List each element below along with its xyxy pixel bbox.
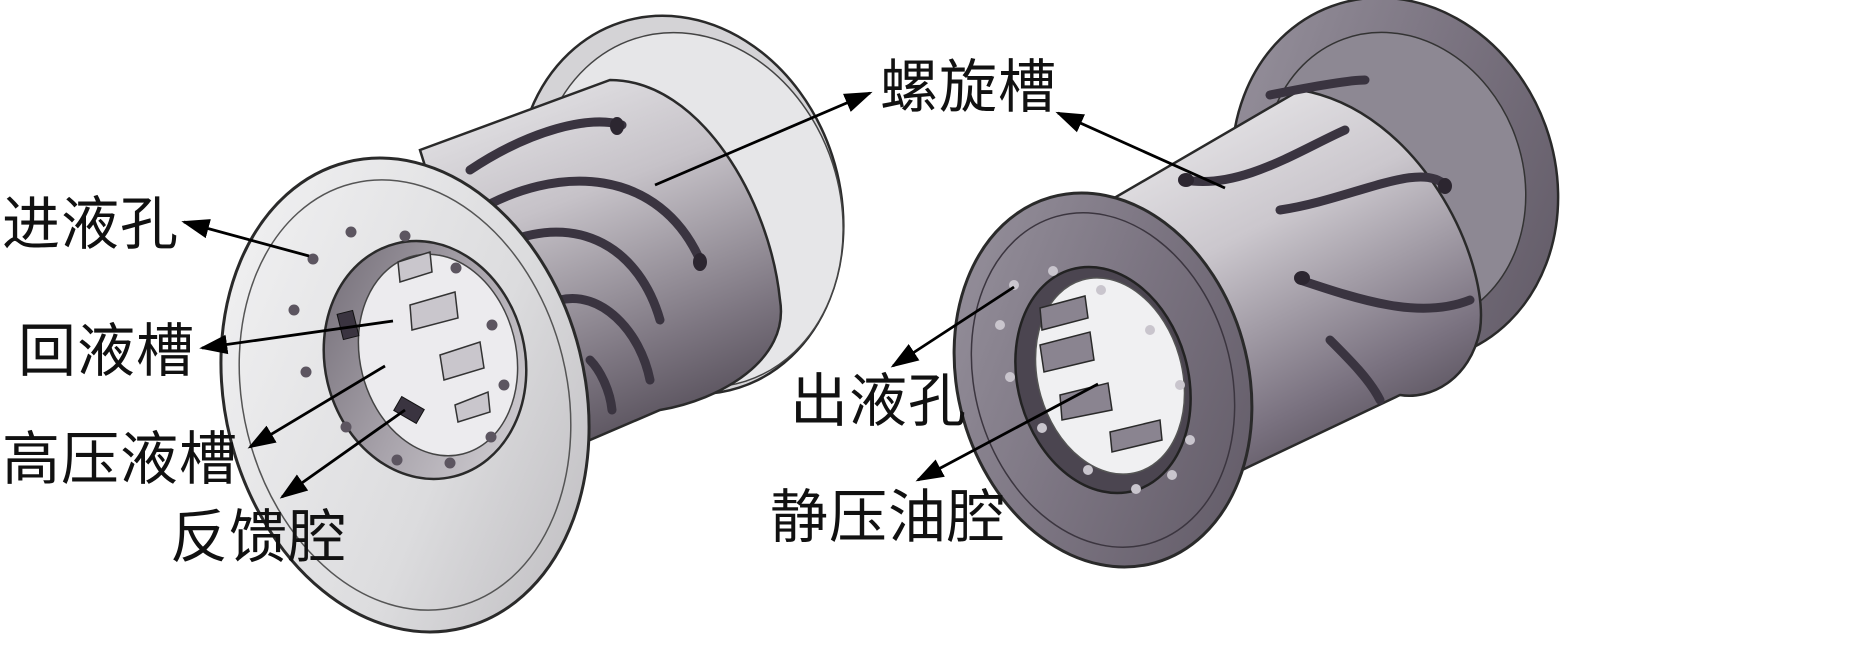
left-groove-end-lower <box>693 253 707 271</box>
arrow-inlet-hole <box>181 219 310 258</box>
right-bearing-part <box>952 0 1560 569</box>
left-bearing-part <box>219 14 845 634</box>
label-inlet-hole: 进液孔 <box>2 190 180 258</box>
right-groove-end-upper <box>1178 173 1194 187</box>
label-outlet-hole: 出液孔 <box>790 367 968 435</box>
label-return-groove: 回液槽 <box>18 317 196 385</box>
right-groove-end-low <box>1294 271 1310 285</box>
leader-arrows <box>181 91 1226 499</box>
left-return-groove-slot <box>336 309 360 341</box>
left-groove-end-upper <box>610 117 624 135</box>
arrow-spiral-groove-right <box>1055 111 1226 190</box>
left-spiral-grooves <box>465 117 705 415</box>
left-oil-pockets <box>397 251 491 423</box>
label-high-pressure-groove: 高压液槽 <box>2 425 239 493</box>
arrow-return-groove <box>199 319 394 355</box>
arrow-static-pressure-pocket <box>915 382 1099 482</box>
arrow-outlet-hole <box>890 285 1015 368</box>
label-feedback-cavity: 反馈腔 <box>170 503 348 571</box>
left-inlet-holes <box>288 226 510 469</box>
arrow-spiral-groove-left <box>654 91 873 187</box>
right-groove-end-mid <box>1438 178 1452 194</box>
arrow-high-pressure-groove <box>247 364 386 449</box>
label-spiral-groove: 螺旋槽 <box>880 53 1058 121</box>
right-spiral-grooves <box>1180 75 1475 405</box>
right-static-pressure-pockets <box>1039 295 1163 453</box>
arrow-feedback-cavity <box>279 408 406 499</box>
right-outlet-holes <box>995 266 1195 494</box>
label-static-pressure-pocket: 静压油腔 <box>770 483 1007 551</box>
left-feedback-cavity-slot <box>393 395 425 425</box>
